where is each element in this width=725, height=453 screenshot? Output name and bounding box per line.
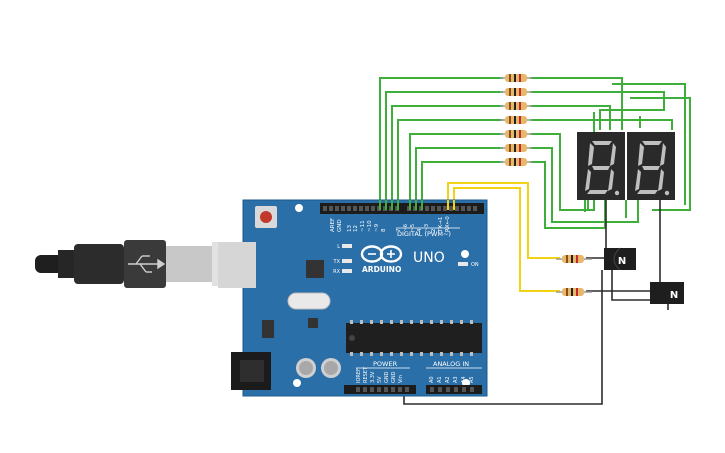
pin-label-9: ~9 bbox=[374, 223, 380, 232]
brand-label: ARDUINO bbox=[362, 265, 401, 274]
led-rx-label: RX bbox=[333, 269, 340, 275]
mount-hole bbox=[295, 204, 303, 212]
resistor-6[interactable] bbox=[500, 144, 532, 152]
led-l-label: L bbox=[337, 244, 340, 250]
arduino-logo-signs bbox=[368, 250, 395, 258]
small-chip bbox=[308, 318, 318, 328]
arduino-logo-icon bbox=[360, 245, 403, 263]
resistor-2[interactable] bbox=[500, 88, 532, 96]
power-header[interactable] bbox=[344, 385, 482, 394]
pin-label-ioref: IOREF bbox=[356, 368, 362, 383]
status-leds: L TX RX ON bbox=[333, 244, 479, 275]
transistor-2-label: N bbox=[670, 290, 678, 301]
npn-transistor-1[interactable]: N bbox=[604, 247, 636, 271]
pin-label-gnd3: GND bbox=[391, 371, 397, 383]
resistor-1[interactable] bbox=[500, 74, 532, 82]
pin-label-gnd2: GND bbox=[384, 371, 390, 383]
analog-label: ANALOG IN bbox=[433, 360, 469, 368]
capacitor-1 bbox=[296, 358, 316, 378]
pin-label-3v3: 3.3V bbox=[370, 371, 376, 383]
pin-label-aref: AREF bbox=[330, 218, 336, 232]
pin-label-8: 8 bbox=[381, 228, 387, 232]
transistor-1-label: N bbox=[618, 256, 626, 267]
pin-label-a0: A0 bbox=[429, 376, 435, 383]
led-on-label: ON bbox=[471, 262, 479, 268]
resistor-5[interactable] bbox=[500, 130, 532, 138]
mount-hole bbox=[293, 379, 301, 387]
pin-label-gnd: GND bbox=[337, 219, 343, 232]
model-label: UNO bbox=[413, 250, 445, 266]
reset-button[interactable] bbox=[255, 206, 277, 228]
black-wires bbox=[403, 200, 669, 405]
pin-label-a4: A4 bbox=[461, 376, 467, 383]
base-resistor-2[interactable] bbox=[556, 288, 592, 296]
resistor-array bbox=[500, 74, 592, 296]
mount-hole bbox=[461, 250, 469, 258]
pin-label-a5: A5 bbox=[469, 376, 475, 383]
pin-label-tx: TX→1 bbox=[438, 217, 444, 233]
pin-label-5v: 5V bbox=[377, 376, 383, 383]
resistor-7[interactable] bbox=[500, 158, 532, 166]
pin-label-vin: Vin bbox=[398, 375, 404, 383]
pin-label-7: 7 bbox=[396, 228, 402, 232]
usb-port bbox=[218, 242, 256, 288]
base-resistor-1[interactable] bbox=[556, 255, 592, 263]
pin-label-a2: A2 bbox=[445, 376, 451, 383]
digital-label: DIGITAL (PWM~) bbox=[397, 230, 451, 238]
capacitor-2 bbox=[321, 358, 341, 378]
usb-chip bbox=[306, 260, 324, 278]
regulator bbox=[262, 320, 274, 338]
pin-label-4: 4 bbox=[417, 228, 423, 232]
power-label: POWER bbox=[373, 360, 398, 368]
pin-label-rx: RX←0 bbox=[445, 216, 451, 232]
green-wires bbox=[379, 77, 691, 229]
pin-label-13: 13 bbox=[347, 225, 353, 232]
resistor-4[interactable] bbox=[500, 116, 532, 124]
yellow-wires bbox=[447, 182, 560, 292]
pin-label-12: 12 bbox=[353, 225, 359, 232]
atmega-chip bbox=[346, 320, 482, 356]
header-wire-stubs bbox=[379, 200, 455, 210]
seven-segment-display-2[interactable] bbox=[627, 132, 675, 200]
pin-label-a1: A1 bbox=[437, 376, 443, 383]
pin-label-2: 2 bbox=[431, 229, 437, 233]
seven-segment-display-1[interactable] bbox=[577, 132, 625, 200]
crystal bbox=[287, 292, 331, 310]
pin-label-a3: A3 bbox=[453, 376, 459, 383]
pin-label-reset: RESET bbox=[363, 366, 369, 383]
pin-label-10: ~10 bbox=[367, 220, 373, 232]
npn-transistor-2[interactable]: N bbox=[650, 282, 684, 304]
led-tx-label: TX bbox=[333, 259, 341, 265]
digital-header[interactable] bbox=[320, 203, 484, 214]
usb-symbol-icon bbox=[128, 255, 166, 273]
pin-label-11: ~11 bbox=[360, 220, 366, 232]
resistor-3[interactable] bbox=[500, 102, 532, 110]
arduino-uno-board[interactable]: AREF GND 13 12 ~11 ~10 ~9 8 7 ~6 ~5 4 ~3… bbox=[218, 199, 488, 397]
power-pin-labels: IOREF RESET 3.3V 5V GND GND Vin A0 A1 A2… bbox=[356, 366, 475, 383]
